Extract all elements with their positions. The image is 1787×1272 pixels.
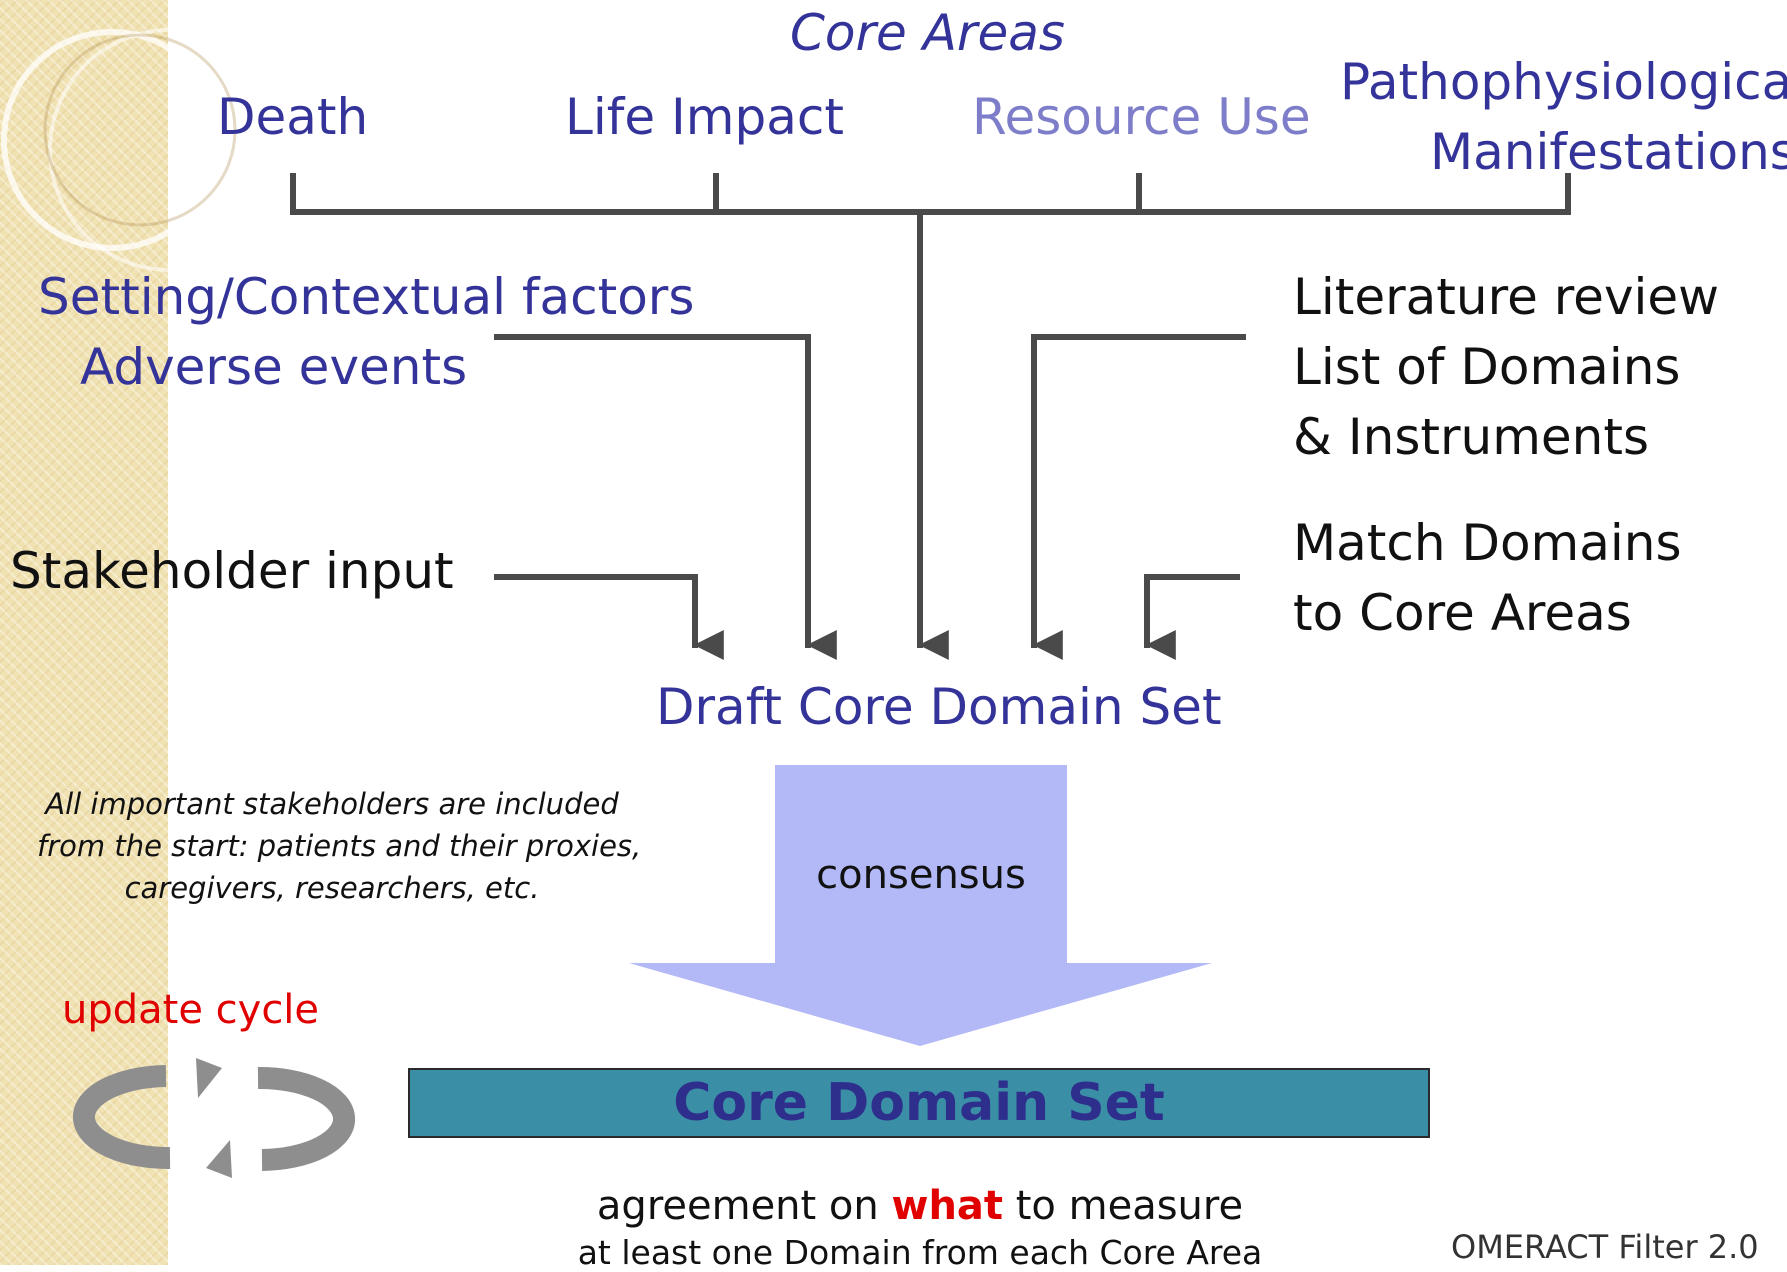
input-literature-line3: & Instruments xyxy=(1293,408,1650,466)
agreement-line2: at least one Domain from each Core Area xyxy=(577,1233,1263,1272)
agreement-emphasis: what xyxy=(891,1183,1004,1229)
core-area-resource-use: Resource Use xyxy=(972,88,1311,146)
core-areas-title: Core Areas xyxy=(790,4,1065,62)
note-line3: caregivers, researchers, etc. xyxy=(124,871,540,905)
draft-core-domain-set: Draft Core Domain Set xyxy=(656,678,1222,736)
note-line2: from the start: patients and their proxi… xyxy=(37,829,642,863)
consensus-label: consensus xyxy=(816,852,1026,898)
input-setting-contextual: Setting/Contextual factors xyxy=(38,268,695,326)
update-cycle-label: update cycle xyxy=(62,987,320,1033)
input-adverse-events: Adverse events xyxy=(80,338,468,396)
input-literature-line2: List of Domains xyxy=(1293,338,1681,396)
match-domains-arrow xyxy=(1144,574,1240,660)
footer-label: OMERACT Filter 2.0 xyxy=(1451,1228,1759,1266)
stakeholder-arrow xyxy=(494,574,724,660)
agreement-suffix: to measure xyxy=(1003,1183,1244,1229)
core-domain-set-label: Core Domain Set xyxy=(673,1073,1165,1133)
input-match-line2: to Core Areas xyxy=(1293,584,1632,642)
input-literature-line1: Literature review xyxy=(1293,268,1720,326)
note-line1: All important stakeholders are included xyxy=(45,787,619,821)
core-domain-set-box: Core Domain Set xyxy=(408,1068,1430,1138)
core-area-patho-line1: Pathophysiological xyxy=(1340,53,1787,111)
core-area-life-impact: Life Impact xyxy=(565,88,844,146)
consensus-arrow xyxy=(629,765,1212,1046)
setting-arrow xyxy=(494,334,837,660)
agreement-prefix: agreement on xyxy=(596,1183,892,1229)
update-cycle-icon xyxy=(72,1058,356,1178)
input-stakeholder: Stakeholder input xyxy=(10,542,454,600)
decorative-rings xyxy=(1,28,292,272)
literature-arrow xyxy=(1031,334,1246,660)
agreement-line1: agreement on what to measure xyxy=(0,1186,1787,1226)
core-area-death: Death xyxy=(217,88,369,146)
core-area-patho-line2: Manifestations xyxy=(1430,123,1787,181)
input-match-line1: Match Domains xyxy=(1293,514,1682,572)
